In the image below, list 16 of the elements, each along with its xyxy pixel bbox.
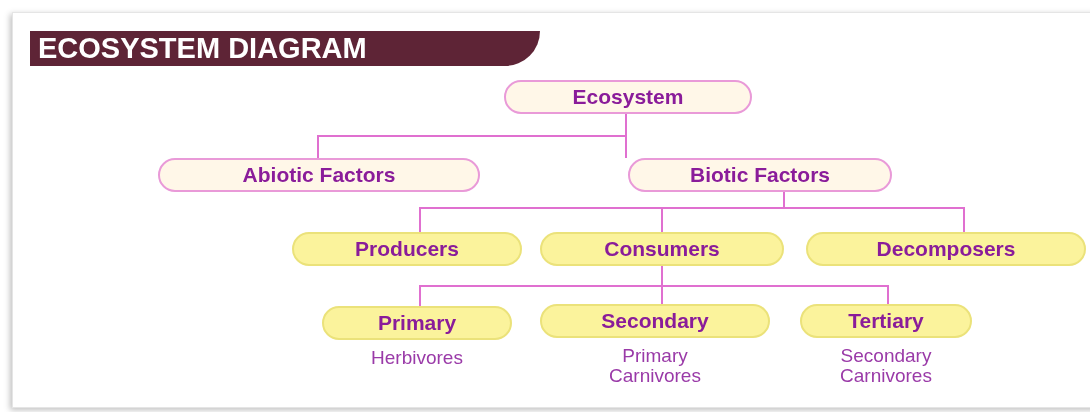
category-pill: Primary	[322, 306, 512, 340]
node-caption: Secondary Carnivores	[839, 346, 933, 386]
category-pill: Biotic Factors	[628, 158, 892, 192]
category-pill: Ecosystem	[504, 80, 752, 114]
connector-line	[625, 113, 627, 159]
category-pill: Secondary	[540, 304, 770, 338]
category-pill: Tertiary	[800, 304, 972, 338]
category-pill: Producers	[292, 232, 522, 266]
connector-line	[783, 191, 965, 233]
category-pill: Decomposers	[806, 232, 1086, 266]
category-pill: Abiotic Factors	[158, 158, 480, 192]
title-banner: ECOSYSTEM DIAGRAM	[30, 31, 540, 66]
node-caption: Herbivores	[370, 348, 464, 368]
category-pill: Consumers	[540, 232, 784, 266]
connector-line	[661, 265, 889, 305]
node-caption: Primary Carnivores	[608, 346, 702, 386]
